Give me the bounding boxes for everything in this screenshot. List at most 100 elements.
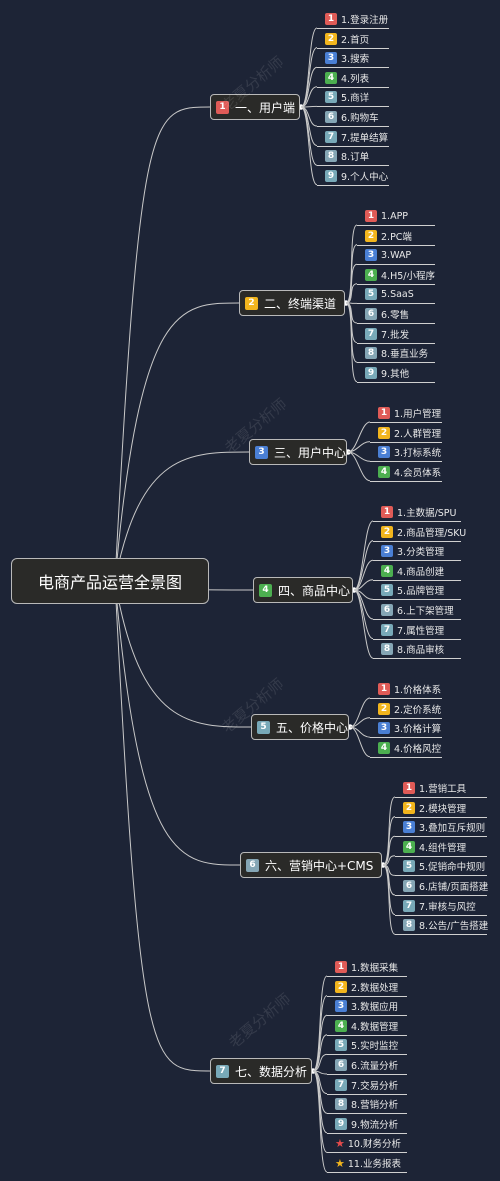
- branch-label: 七、数据分析: [235, 1064, 308, 1079]
- branch-number-badge: 7: [216, 1064, 229, 1078]
- branch-number-badge: 1: [216, 100, 229, 114]
- leaf-number-badge: 6: [325, 111, 337, 123]
- leaf-item[interactable]: ★10.财务分析: [327, 1134, 407, 1154]
- leaf-number-badge: 8: [365, 347, 377, 360]
- leaf-number-badge: 9: [335, 1117, 347, 1130]
- branch-label: 一、用户端: [235, 100, 296, 115]
- leaf-label: 8.营销分析: [351, 1100, 399, 1112]
- leaf-label: 6.店铺/页面搭建: [419, 882, 489, 893]
- branch-node[interactable]: 7 七、数据分析: [210, 1058, 312, 1084]
- leaf-link: [353, 589, 374, 659]
- leaf-link: [349, 717, 371, 728]
- leaf-label: 2.人群管理: [394, 428, 442, 440]
- leaf-label: 5.品牌管理: [397, 586, 445, 598]
- leaf-number-badge: 1: [365, 210, 377, 222]
- leaf-link: [345, 244, 358, 304]
- red-star-icon: ★: [335, 1136, 345, 1150]
- leaf-number-badge: 1: [378, 683, 390, 695]
- leaf-link: [345, 302, 358, 383]
- root-link: [114, 451, 250, 582]
- leaf-link: [312, 975, 328, 1072]
- root-node[interactable]: 电商产品运营全景图: [11, 558, 209, 604]
- leaf-link: [312, 995, 328, 1072]
- leaf-link: [312, 1034, 328, 1072]
- leaf-number-badge: 1: [381, 506, 393, 518]
- leaf-link: [300, 106, 318, 186]
- leaf-link: [345, 263, 358, 304]
- leaf-label: 3.打标系统: [394, 448, 442, 460]
- leaf-number-badge: 1: [378, 407, 390, 419]
- root-link: [114, 106, 211, 582]
- root-label: 电商产品运营全景图: [37, 573, 182, 592]
- leaf-label: 4.商品创建: [397, 566, 445, 578]
- leaf-label: 1.营销工具: [419, 784, 467, 795]
- leaf-label: 8.商品审核: [397, 645, 445, 657]
- leaf-number-badge: 2: [378, 426, 390, 439]
- leaf-label: 6.零售: [381, 310, 410, 321]
- leaf-item[interactable]: ★11.业务报表: [327, 1154, 407, 1173]
- leaf-number-badge: 1: [325, 13, 337, 25]
- leaf-item[interactable]: 2 2.人群管理: [370, 424, 442, 443]
- leaf-link: [345, 283, 358, 304]
- leaf-label: 8.公告/广告搭建: [419, 921, 489, 933]
- branch-node[interactable]: 1 一、用户端: [210, 94, 300, 120]
- leaf-label: 2.商品管理/SKU: [397, 527, 467, 539]
- leaf-label: 2.首页: [341, 34, 370, 46]
